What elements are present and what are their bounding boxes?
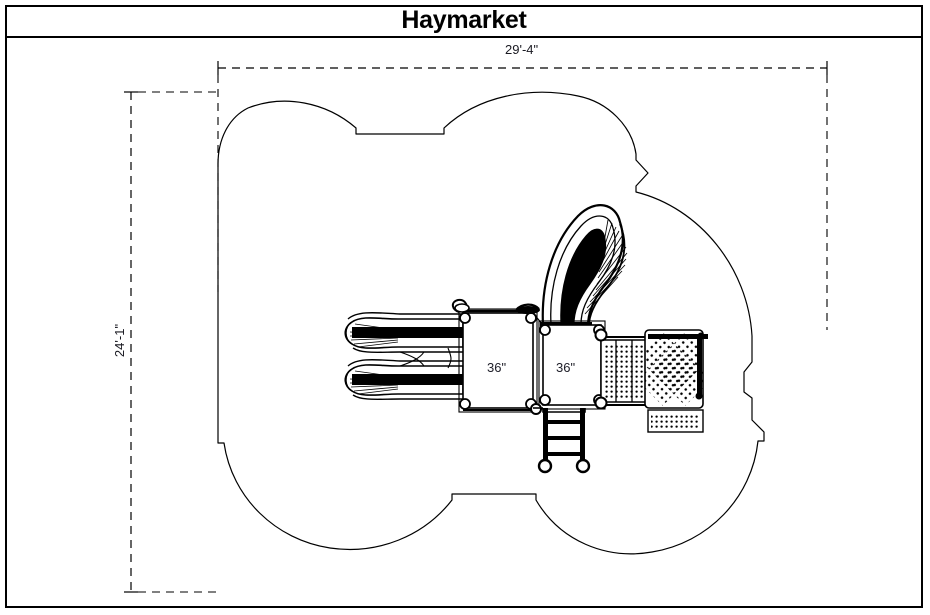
drawing-frame	[5, 5, 923, 608]
dimension-line-vertical	[124, 91, 218, 593]
deck-height-label-right: 36"	[556, 360, 576, 375]
perforated-bridge	[600, 336, 649, 406]
deck-height-label-left: 36"	[487, 360, 507, 375]
title-block: Haymarket	[5, 5, 923, 38]
structural-posts	[530, 312, 608, 415]
dimension-line-horizontal	[217, 61, 828, 330]
climber-panel	[644, 329, 708, 433]
dimension-label-depth: 24'-1"	[112, 323, 128, 358]
double-slide	[344, 312, 464, 401]
transfer-ladder	[537, 408, 591, 474]
deck-guard-rails	[451, 298, 540, 411]
page-title: Haymarket	[401, 6, 527, 34]
use-zone-outline	[217, 91, 765, 555]
dimension-label-width: 29'-4"	[505, 42, 539, 57]
deck-right	[538, 320, 606, 410]
